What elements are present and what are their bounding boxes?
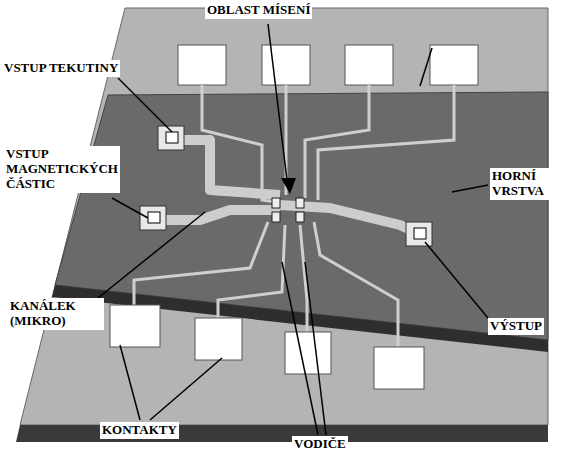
part-label: HORNÍ VRSTVA bbox=[490, 168, 570, 200]
part-label: VSTUP TEKUTINY bbox=[2, 60, 120, 77]
part-label: VÝSTUP bbox=[488, 318, 544, 335]
part-label: VODIČE bbox=[292, 436, 348, 453]
part-label: VSTUP MAGNETICKÝCH ČÁSTIC bbox=[4, 146, 120, 193]
part-label: KONTAKTY bbox=[100, 422, 179, 439]
part-label: KANÁLEK (MIKRO) bbox=[8, 298, 104, 330]
part-label: OBLAST MÍSENÍ bbox=[205, 2, 312, 19]
